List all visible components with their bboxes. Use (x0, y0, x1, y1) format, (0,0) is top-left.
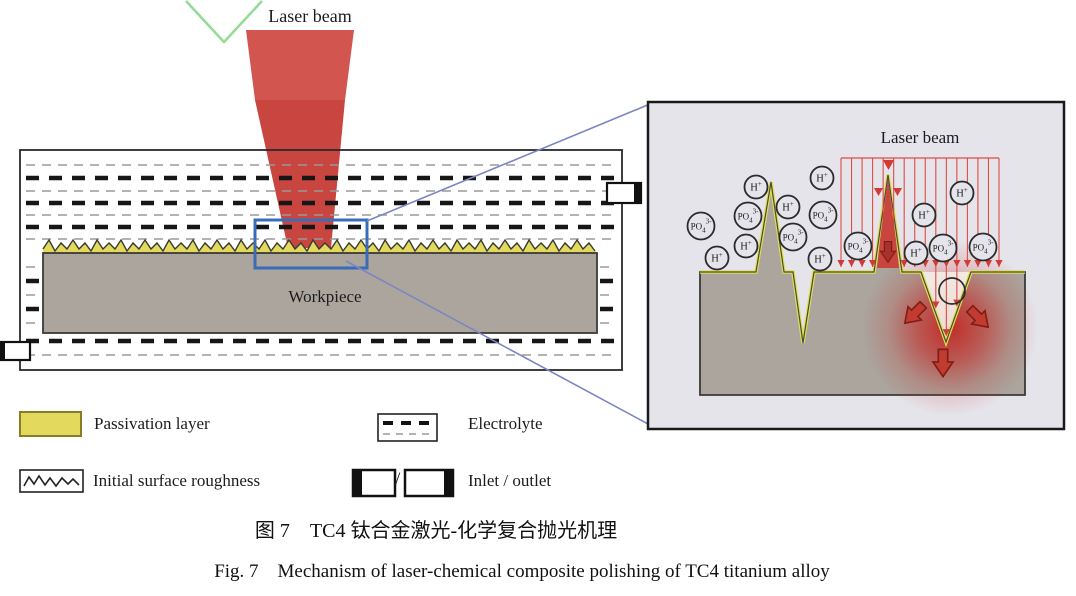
electrolyte-tank (19, 149, 623, 371)
ion-label: PO43- (738, 208, 760, 225)
caption-chinese: 图 7 TC4 钛合金激光-化学复合抛光机理 (254, 520, 618, 542)
ion-label: H+ (782, 200, 794, 214)
outlet-swatch-icon (403, 468, 455, 498)
heat-flow-arrows (903, 300, 990, 379)
ion-label: PO43- (848, 238, 870, 255)
ion-phosphate: PO43- (843, 231, 873, 261)
laser-arrowhead (847, 260, 856, 267)
legend-label-inlet-outlet: Inlet / outlet (468, 471, 552, 490)
bubble-circle (938, 277, 966, 305)
ion-hplus: H+ (743, 174, 769, 200)
legend-symbols (19, 411, 455, 498)
ion-phosphate: PO43- (968, 232, 998, 262)
laser-arrowhead-deep (932, 301, 940, 309)
peak-arrowheads (874, 160, 902, 196)
workpiece-block (42, 252, 598, 334)
heated-asperity (877, 178, 899, 268)
ion-label: PO43- (813, 207, 835, 224)
ion-phosphate: PO43- (686, 211, 716, 241)
laser-arrowhead (837, 260, 845, 267)
ion-phosphate: PO43- (808, 200, 838, 230)
laser-arrowhead (984, 260, 993, 267)
ion-phosphate: PO43- (928, 233, 958, 263)
ion-label: H+ (918, 208, 930, 222)
ion-hplus: H+ (949, 180, 975, 206)
ion-hplus: H+ (704, 245, 730, 271)
legend-inlet-outlet-separator: / (395, 469, 401, 490)
ion-label: H+ (711, 251, 723, 265)
detail-panel: PO43- H+ H+ PO43- H+ H+ PO43- H+ PO43- H+ PO43- H+ H… (646, 100, 1066, 431)
inlet-swatch-icon (351, 468, 397, 498)
ion-hplus: H+ (903, 240, 929, 266)
laser-beam-label-main: Laser beam (268, 6, 352, 26)
laser-beam-upper (246, 30, 354, 100)
ion-label: H+ (740, 239, 752, 253)
ion-label: PO43- (973, 239, 995, 256)
ion-layer: PO43- H+ H+ PO43- H+ H+ PO43- H+ PO43- H+ PO43- H+ H… (686, 165, 998, 272)
workpiece-label: Workpiece (288, 287, 362, 306)
outlet-port (605, 181, 643, 205)
laser-arrowhead (858, 260, 866, 267)
heat-flow-arrow-peak (879, 241, 897, 264)
roughness-swatch-icon (19, 469, 84, 493)
legend-label-roughness: Initial surface roughness (93, 471, 261, 490)
passivation-swatch-icon (19, 411, 82, 437)
laser-arrowhead (974, 260, 982, 267)
zoom-connector-bottom (345, 260, 649, 425)
ion-label: PO43- (783, 229, 805, 246)
zoom-connector-top (366, 103, 651, 222)
ion-hplus: H+ (809, 165, 835, 191)
initial-surface-roughness-line (42, 238, 596, 253)
ion-hplus: H+ (775, 194, 801, 220)
laser-arrowhead (953, 260, 961, 267)
ion-label: H+ (816, 171, 828, 185)
ion-label: H+ (956, 186, 968, 200)
laser-arrowhead (900, 260, 908, 267)
inlet-port (0, 340, 32, 362)
ion-label: H+ (910, 246, 922, 260)
ion-label: H+ (750, 180, 762, 194)
laser-arrowhead-deep (942, 329, 950, 337)
laser-beam-label-detail: Laser beam (880, 128, 960, 147)
legend-label-passivation: Passivation layer (94, 414, 210, 433)
ion-hplus: H+ (911, 202, 937, 228)
ion-label: PO43- (691, 218, 713, 235)
main-diagram (0, 30, 651, 425)
electrolyte-dashes (26, 164, 616, 356)
legend-label-electrolyte: Electrolyte (468, 414, 543, 433)
caption-english: Fig. 7 Mechanism of laser-chemical compo… (214, 561, 830, 582)
laser-beam-lower (255, 100, 345, 248)
electrolyte-swatch-icon (377, 413, 438, 442)
laser-arrowhead (963, 260, 971, 267)
laser-arrowhead (995, 260, 1003, 267)
ion-phosphate: PO43- (778, 222, 808, 252)
ion-hplus: H+ (807, 246, 833, 272)
ion-label: PO43- (933, 240, 955, 257)
laser-arrowhead (869, 260, 877, 267)
detail-surface-edge (700, 174, 1025, 344)
ion-hplus: H+ (733, 233, 759, 259)
ion-phosphate: PO43- (733, 201, 763, 231)
zoom-region-box (253, 218, 369, 270)
ion-label: H+ (814, 252, 826, 266)
chevron-fragment-icon (185, 0, 263, 44)
laser-arrowhead (932, 260, 940, 267)
